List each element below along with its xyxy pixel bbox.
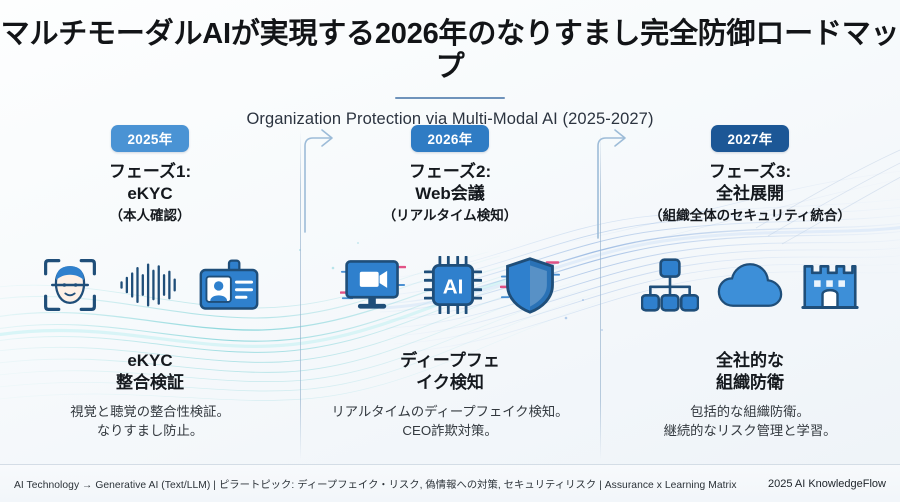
outcome-title-2-line2: イク検知 xyxy=(416,373,484,393)
icon-row: AI xyxy=(0,255,900,315)
phase-title-3-line2: 全社展開 xyxy=(716,184,784,204)
id-card-icon xyxy=(199,259,259,310)
phase-header-row: 2025年 フェーズ1: eKYC （本人確認） 2026年 フェーズ2: We… xyxy=(0,125,900,224)
outcome-desc-2-line1: リアルタイムのディープフェイク検知。 xyxy=(331,403,569,419)
outcome-title-2: ディープフェ イク検知 xyxy=(314,350,586,395)
outcome-desc-1-line2: なりすまし防止。 xyxy=(96,423,204,439)
outcome-title-1: eKYC 整合検証 xyxy=(14,350,286,395)
phase-title-3: フェーズ3: 全社展開 xyxy=(600,161,900,206)
outcome-desc-1-line1: 視覚と聴覚の整合性検証。 xyxy=(70,403,230,419)
footer: AI Technology → Generative AI (Text/LLM)… xyxy=(0,464,900,502)
outcome-desc-3-line1: 包括的な組織防衛。 xyxy=(690,403,810,419)
column-divider-2 xyxy=(600,130,601,460)
outcome-title-2-line1: ディープフェ xyxy=(400,351,500,370)
phase-title-2-line2: Web会議 xyxy=(415,184,485,204)
page-subtitle: Organization Protection via Multi-Modal … xyxy=(246,110,654,129)
outcome-title-1-line1: eKYC xyxy=(127,351,173,370)
video-monitor-icon xyxy=(340,260,406,309)
svg-text:AI: AI xyxy=(443,275,464,298)
org-chart-icon xyxy=(641,258,699,312)
outcome-column-2: ディープフェ イク検知 リアルタイムのディープフェイク検知。 CEO詐欺対策。 xyxy=(300,350,600,440)
phase-title-1: フェーズ1: eKYC xyxy=(0,161,300,206)
phase-subtitle-2: （リアルタイム検知） xyxy=(382,207,518,223)
phase-title-3-line1: フェーズ3: xyxy=(708,162,792,181)
phase-title-2: フェーズ2: Web会議 xyxy=(300,161,600,206)
phase-title-1-line1: フェーズ1: xyxy=(108,162,192,181)
voice-waveform-icon xyxy=(120,263,176,307)
phase-column-2: 2026年 フェーズ2: Web会議 （リアルタイム検知） xyxy=(300,125,600,224)
phase-badge-2025: 2025年 xyxy=(111,125,189,152)
phase-title-2-line1: フェーズ2: xyxy=(408,162,492,181)
outcome-desc-2-line2: CEO詐欺対策。 xyxy=(402,423,498,439)
phase-title-1-line2: eKYC xyxy=(127,184,173,204)
phase-column-3: 2027年 フェーズ3: 全社展開 （組織全体のセキュリティ統合） xyxy=(600,125,900,224)
header: マルチモーダルAIが実現する2026年のなりすまし完全防御ロードマップ Orga… xyxy=(0,0,900,129)
outcome-row: eKYC 整合検証 視覚と聴覚の整合性検証。 なりすまし防止。 ディープフェ イ… xyxy=(0,350,900,440)
face-scan-icon xyxy=(44,259,96,311)
phase-badge-2027: 2027年 xyxy=(711,125,789,152)
cloud-icon xyxy=(717,263,783,307)
phase-1-icons xyxy=(0,255,300,315)
phase-column-1: 2025年 フェーズ1: eKYC （本人確認） xyxy=(0,125,300,224)
phase-subtitle-3: （組織全体のセキュリティ統合） xyxy=(649,207,851,223)
shield-icon xyxy=(500,257,560,314)
outcome-column-3: 全社的な 組織防衛 包括的な組織防衛。 継続的なリスク管理と学習。 xyxy=(600,350,900,440)
outcome-column-1: eKYC 整合検証 視覚と聴覚の整合性検証。 なりすまし防止。 xyxy=(0,350,300,440)
footer-brand: 2025 AI KnowledgeFlow xyxy=(767,477,886,490)
outcome-title-3-line1: 全社的な xyxy=(716,351,784,370)
column-divider-1 xyxy=(300,130,301,460)
outcome-title-3: 全社的な 組織防衛 xyxy=(614,350,886,395)
outcome-title-3-line2: 組織防衛 xyxy=(716,373,784,393)
phase-3-icons xyxy=(600,255,900,315)
phase-badge-2026: 2026年 xyxy=(411,125,489,152)
phase-subtitle-1: （本人確認） xyxy=(109,207,191,223)
outcome-title-1-line2: 整合検証 xyxy=(116,373,184,393)
outcome-desc-3: 包括的な組織防衛。 継続的なリスク管理と学習。 xyxy=(614,402,886,441)
outcome-desc-2: リアルタイムのディープフェイク検知。 CEO詐欺対策。 xyxy=(314,402,586,441)
page-title: マルチモーダルAIが実現する2026年のなりすまし完全防御ロードマップ xyxy=(0,18,900,84)
outcome-desc-3-line2: 継続的なリスク管理と学習。 xyxy=(663,423,837,439)
outcome-desc-1: 視覚と聴覚の整合性検証。 なりすまし防止。 xyxy=(14,402,286,441)
ai-chip-icon: AI xyxy=(424,256,482,314)
title-underline xyxy=(395,96,505,100)
castle-icon xyxy=(801,264,859,309)
footer-taxonomy-text: AI Technology → Generative AI (Text/LLM)… xyxy=(14,480,737,491)
phase-2-icons: AI xyxy=(300,255,600,315)
